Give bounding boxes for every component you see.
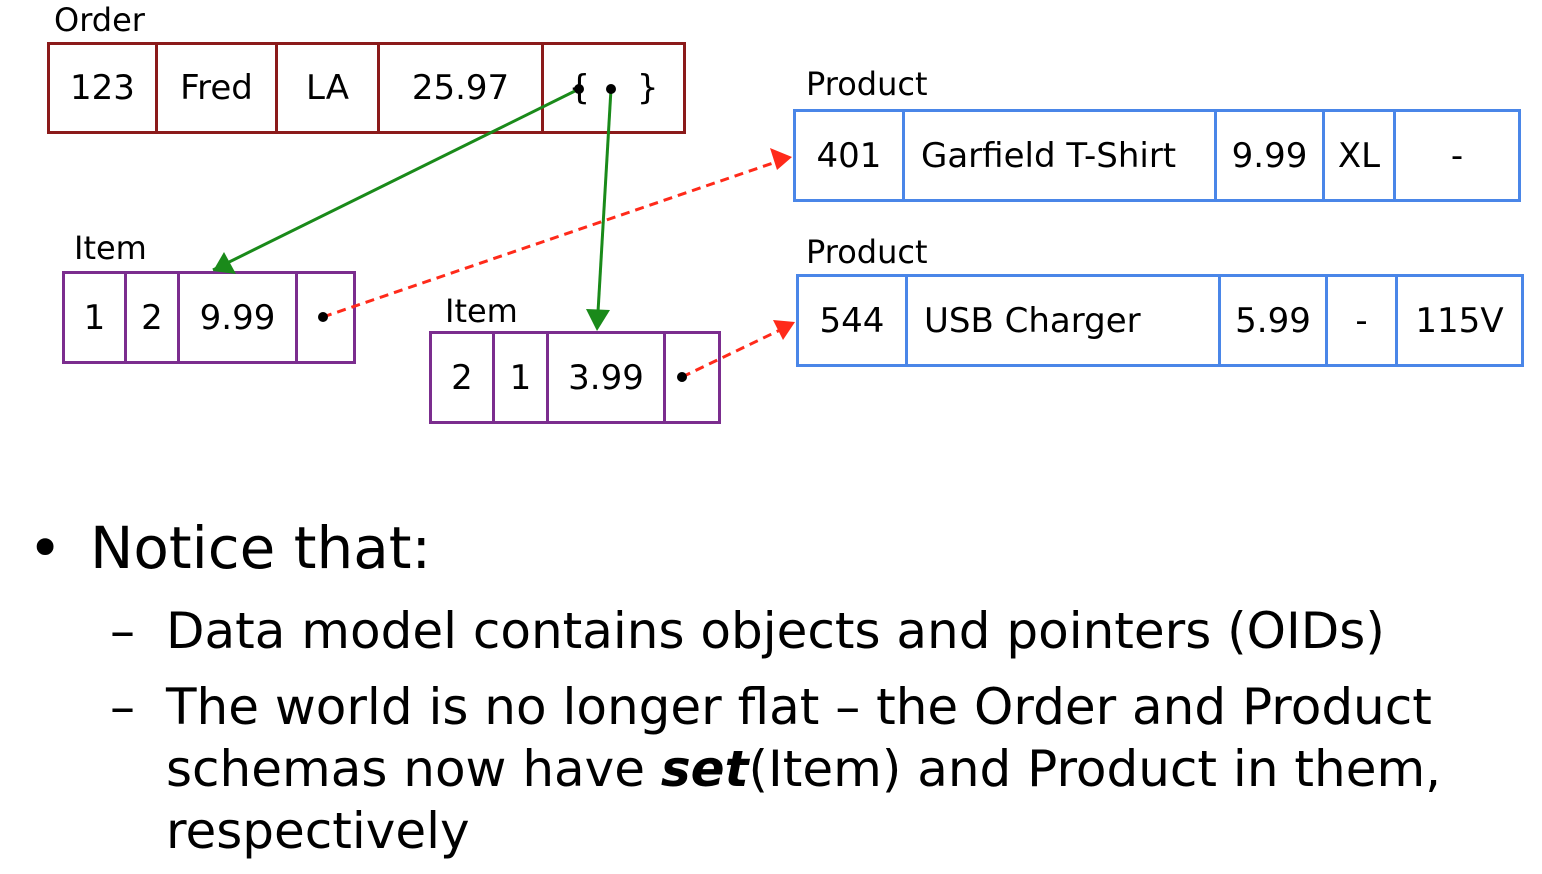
product2-label: Product: [806, 233, 928, 271]
sub-bullet-2-text-part1: The world is no longer flat – the Order …: [166, 678, 1432, 798]
item2-label: Item: [445, 292, 518, 330]
product2-cell-name: USB Charger: [908, 277, 1221, 364]
item1-cell-order-id: 1: [65, 274, 127, 361]
product2-cell-price: 5.99: [1221, 277, 1328, 364]
item2-cell-price: 3.99: [549, 334, 666, 421]
order-cell-city: LA: [278, 45, 380, 131]
product1-cell-price: 9.99: [1217, 112, 1325, 199]
sub-bullet-2-dash: –: [110, 678, 135, 736]
sub-bullet-2-text-part2: (Item) and Product in them, respectively: [166, 740, 1442, 860]
sub-bullet-2-emphasis: set: [660, 740, 749, 798]
order-cell-id: 123: [50, 45, 158, 131]
item2-cell-qty: 1: [495, 334, 549, 421]
order-cell-item-set: { }: [568, 68, 659, 108]
item1-label: Item: [74, 229, 147, 267]
product1-cell-name: Garfield T-Shirt: [905, 112, 1217, 199]
product1-record: 401 Garfield T-Shirt 9.99 XL -: [793, 109, 1521, 202]
product2-cell-size: -: [1328, 277, 1398, 364]
product2-record: 544 USB Charger 5.99 - 115V: [796, 274, 1524, 367]
sub-bullet-1-dash: –: [110, 602, 135, 660]
product-pointer-arrow-1: [322, 148, 792, 319]
bullet-main-text: Notice that:: [90, 514, 432, 582]
bullet-main: •Notice that:: [28, 519, 431, 577]
product2-cell-voltage: 115V: [1415, 300, 1504, 341]
item2-cell-order-id: 2: [432, 334, 495, 421]
product1-cell-size: XL: [1325, 112, 1396, 199]
item1-cell-product-pointer: [298, 274, 353, 361]
item2-record: 2 1 3.99: [429, 331, 721, 424]
item2-cell-product-pointer: [666, 334, 718, 421]
product1-cell-id: 401: [796, 112, 905, 199]
item1-record: 1 2 9.99: [62, 271, 356, 364]
product2-cell-id: 544: [799, 277, 908, 364]
order-label: Order: [54, 1, 145, 39]
order-cell-total: 25.97: [380, 45, 544, 131]
item1-cell-price: 9.99: [180, 274, 298, 361]
order-record: 123 Fred LA 25.97 { }: [47, 42, 686, 134]
product1-cell-voltage: -: [1450, 135, 1464, 176]
order-cell-name: Fred: [158, 45, 278, 131]
sub-bullet-1-text: Data model contains objects and pointers…: [166, 602, 1385, 660]
product1-label: Product: [806, 65, 928, 103]
bullet-glyph: •: [28, 514, 63, 582]
sub-bullet-2-text: The world is no longer flat – the Order …: [166, 676, 1516, 862]
item1-cell-qty: 2: [127, 274, 180, 361]
